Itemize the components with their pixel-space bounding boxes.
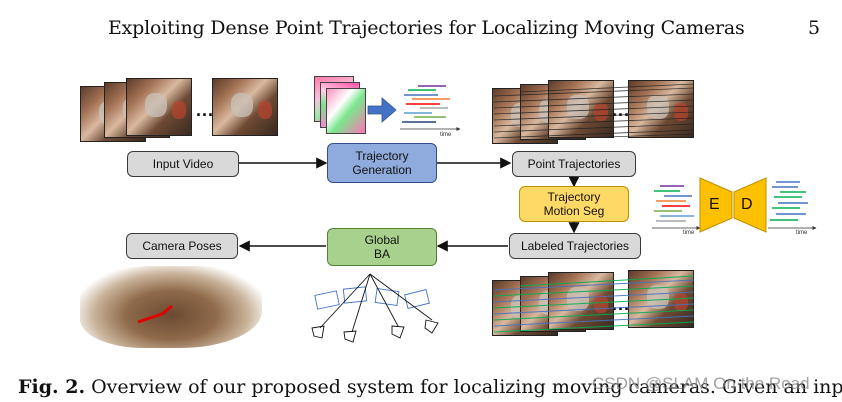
- point-trajectory-lines: [493, 83, 695, 141]
- flow-frame: [326, 88, 366, 134]
- point-trajectories-label: Point Trajectories: [527, 157, 621, 171]
- watermark: CSDN @SLAM On the Road: [592, 374, 810, 393]
- camera-trajectory-path: [137, 304, 173, 324]
- camera-poses-box: Camera Poses: [126, 233, 238, 259]
- ed-input-timeline: [652, 185, 701, 230]
- bundle-adjustment-graph-icon: [311, 273, 439, 343]
- global-ba-box: Global BA: [327, 228, 437, 266]
- camera-icon: [424, 319, 439, 334]
- camera-icon: [391, 325, 405, 339]
- ellipsis: ...: [196, 100, 215, 120]
- camera-poses-label: Camera Poses: [142, 239, 222, 253]
- video-frame: [548, 80, 614, 138]
- blue-arrow-icon: [367, 97, 397, 123]
- trajectory-motion-seg-label: Trajectory Motion Seg: [543, 190, 605, 218]
- paper-title: Exploiting Dense Point Trajectories for …: [108, 17, 745, 39]
- encoder-label: E: [709, 196, 720, 213]
- trajectory-generation-label: Trajectory Generation: [352, 149, 412, 177]
- encoder-shape: [699, 177, 733, 233]
- global-ba-label: Global BA: [364, 233, 400, 261]
- video-frame: [126, 78, 192, 136]
- camera-icon: [311, 325, 325, 339]
- running-header: Exploiting Dense Point Trajectories for …: [0, 17, 842, 41]
- labeled-trajectories-label: Labeled Trajectories: [520, 239, 630, 253]
- labeled-trajectories-box: Labeled Trajectories: [509, 233, 641, 259]
- decoder-shape: [733, 177, 767, 233]
- caption-text: Overview of our proposed system for loca…: [91, 376, 842, 398]
- camera-icon: [343, 330, 357, 343]
- video-frame: [212, 78, 278, 136]
- encoder-decoder-icon: [652, 177, 817, 233]
- labeled-trajectory-lines: [493, 275, 695, 333]
- ed-output-timeline: [768, 181, 817, 230]
- trajectory-motion-seg-box: Trajectory Motion Seg: [519, 186, 629, 222]
- figure-caption: Fig. 2. Overview of our proposed system …: [18, 376, 842, 398]
- trajectory-generation-box: Trajectory Generation: [327, 143, 437, 183]
- figure-label: Fig. 2.: [18, 376, 86, 398]
- trajectory-timeline-icon: [400, 85, 461, 131]
- time-axis-label: time: [796, 230, 808, 236]
- time-axis-label: time: [683, 230, 695, 236]
- input-video-box: Input Video: [127, 151, 239, 177]
- time-axis-label: time: [440, 132, 452, 138]
- ellipsis: ...: [612, 294, 631, 314]
- decoder-label: D: [741, 196, 753, 213]
- input-video-label: Input Video: [152, 157, 214, 171]
- page-number: 5: [808, 17, 821, 39]
- point-trajectories-box: Point Trajectories: [512, 151, 636, 177]
